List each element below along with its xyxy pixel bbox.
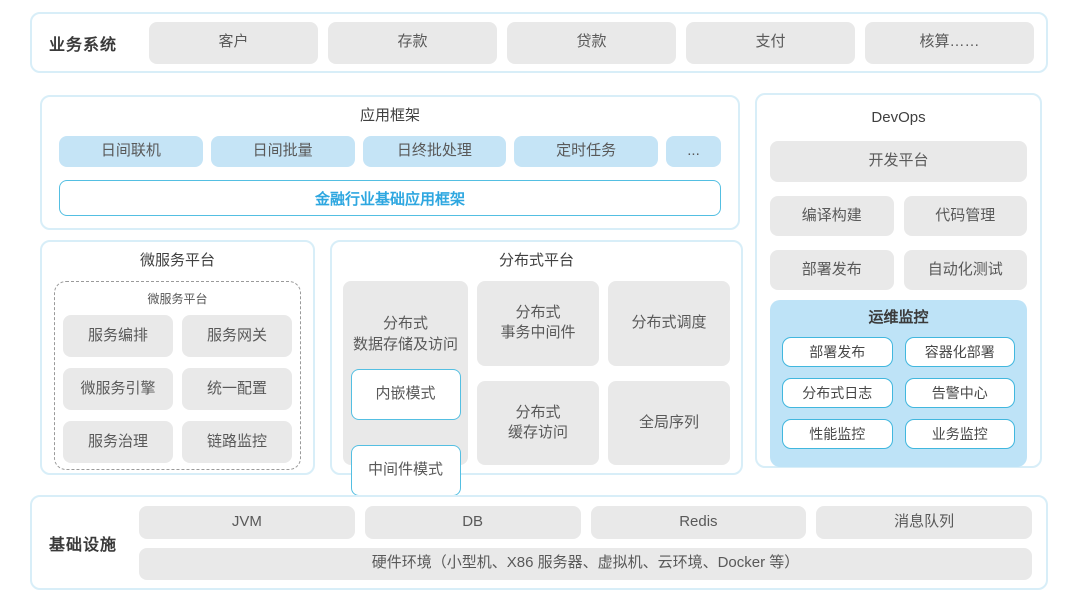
infrastructure-body: JVM DB Redis 消息队列 硬件环境（小型机、X86 服务器、虚拟机、云… xyxy=(139,505,1032,580)
distributed-platform-panel: 分布式平台 分布式 数据存储及访问 内嵌模式 中间件模式 分布式 事务中间件 分… xyxy=(330,240,743,496)
embedded-mode-box: 内嵌模式 xyxy=(350,368,461,420)
app-item-eod-batch: 日终批处理 xyxy=(362,136,507,167)
micro-item-orchestration: 服务编排 xyxy=(63,315,173,357)
app-framework-row: 日间联机 日间批量 日终批处理 定时任务 ... xyxy=(59,136,721,167)
distributed-middle-column: 分布式 事务中间件 分布式 缓存访问 xyxy=(477,281,599,465)
microservice-platform-panel: 微服务平台 微服务平台 服务编排 服务网关 微服务引擎 统一配置 服务治理 链路… xyxy=(40,240,315,475)
business-systems-label: 业务系统 xyxy=(49,36,118,54)
infrastructure-panel: 基础设施 JVM DB Redis 消息队列 硬件环境（小型机、X86 服务器、… xyxy=(30,495,1048,590)
app-item-daytime-online: 日间联机 xyxy=(59,136,203,167)
devops-title: DevOps xyxy=(871,109,926,126)
ops-item-business-monitor: 业务监控 xyxy=(904,419,1015,449)
middleware-mode-box: 中间件模式 xyxy=(350,445,461,496)
app-framework-title: 应用框架 xyxy=(359,107,420,124)
microservice-grid: 服务编排 服务网关 微服务引擎 统一配置 服务治理 链路监控 xyxy=(63,315,292,463)
app-framework-panel: 应用框架 日间联机 日间批量 日终批处理 定时任务 ... 金融行业基础应用框架 xyxy=(40,95,740,230)
infra-item-redis: Redis xyxy=(590,505,807,539)
infrastructure-label: 基础设施 xyxy=(49,536,118,554)
ops-item-alert-center: 告警中心 xyxy=(904,378,1015,408)
micro-item-tracing: 链路监控 xyxy=(182,421,292,463)
distributed-storage-label: 分布式 数据存储及访问 xyxy=(352,315,458,353)
app-item-scheduled-task: 定时任务 xyxy=(514,136,658,167)
business-item-loan: 贷款 xyxy=(507,21,676,64)
business-item-deposit: 存款 xyxy=(328,21,497,64)
microservice-inner-box: 微服务平台 服务编排 服务网关 微服务引擎 统一配置 服务治理 链路监控 xyxy=(54,281,301,470)
micro-item-engine: 微服务引擎 xyxy=(63,368,173,410)
microservice-platform-title: 微服务平台 xyxy=(139,252,215,269)
distributed-scheduling-box: 分布式调度 xyxy=(608,281,730,366)
ops-item-performance: 性能监控 xyxy=(782,419,893,449)
dev-platform-box: 开发平台 xyxy=(770,141,1027,182)
business-item-accounting: 核算…… xyxy=(865,21,1034,64)
devops-panel: DevOps 开发平台 编译构建 代码管理 部署发布 自动化测试 运维监控 部署… xyxy=(755,93,1042,468)
business-systems-panel: 业务系统 客户 存款 贷款 支付 核算…… xyxy=(30,12,1048,73)
hardware-environment-bar: 硬件环境（小型机、X86 服务器、虚拟机、云环境、Docker 等） xyxy=(139,547,1032,580)
distributed-storage-box: 分布式 数据存储及访问 内嵌模式 中间件模式 xyxy=(343,281,468,496)
ops-item-distributed-log: 分布式日志 xyxy=(782,378,893,408)
ops-item-container-deploy: 容器化部署 xyxy=(904,337,1015,367)
micro-item-config: 统一配置 xyxy=(182,368,292,410)
ops-monitoring-title: 运维监控 xyxy=(868,309,929,326)
microservice-inner-title: 微服务平台 xyxy=(147,292,208,306)
distributed-platform-title: 分布式平台 xyxy=(498,252,574,269)
devops-item-deploy: 部署发布 xyxy=(770,250,894,290)
global-sequence-box: 全局序列 xyxy=(608,380,730,465)
infra-item-jvm: JVM xyxy=(139,505,355,539)
devops-item-auto-test: 自动化测试 xyxy=(903,250,1027,290)
infrastructure-row: JVM DB Redis 消息队列 xyxy=(139,505,1032,539)
devops-item-code-mgmt: 代码管理 xyxy=(903,196,1027,236)
distributed-body: 分布式 数据存储及访问 内嵌模式 中间件模式 分布式 事务中间件 分布式 缓存访… xyxy=(343,281,730,496)
ops-monitoring-panel: 运维监控 部署发布 容器化部署 分布式日志 告警中心 性能监控 业务监控 xyxy=(770,300,1027,467)
business-item-customer: 客户 xyxy=(149,21,318,64)
distributed-cache-box: 分布式 缓存访问 xyxy=(477,380,599,465)
devops-item-build: 编译构建 xyxy=(770,196,894,236)
infra-item-mq: 消息队列 xyxy=(816,505,1032,539)
micro-item-gateway: 服务网关 xyxy=(182,315,292,357)
financial-base-framework-box: 金融行业基础应用框架 xyxy=(59,180,721,216)
ops-monitoring-grid: 部署发布 容器化部署 分布式日志 告警中心 性能监控 业务监控 xyxy=(782,337,1015,449)
devops-grid: 编译构建 代码管理 部署发布 自动化测试 xyxy=(770,196,1027,290)
distributed-right-column: 分布式调度 全局序列 xyxy=(608,281,730,465)
ops-item-deploy: 部署发布 xyxy=(782,337,893,367)
app-item-daytime-batch: 日间批量 xyxy=(210,136,355,167)
micro-item-governance: 服务治理 xyxy=(63,421,173,463)
app-item-more: ... xyxy=(666,136,721,167)
distributed-transaction-box: 分布式 事务中间件 xyxy=(477,281,599,366)
infra-item-db: DB xyxy=(364,505,581,539)
business-item-payment: 支付 xyxy=(686,21,855,64)
